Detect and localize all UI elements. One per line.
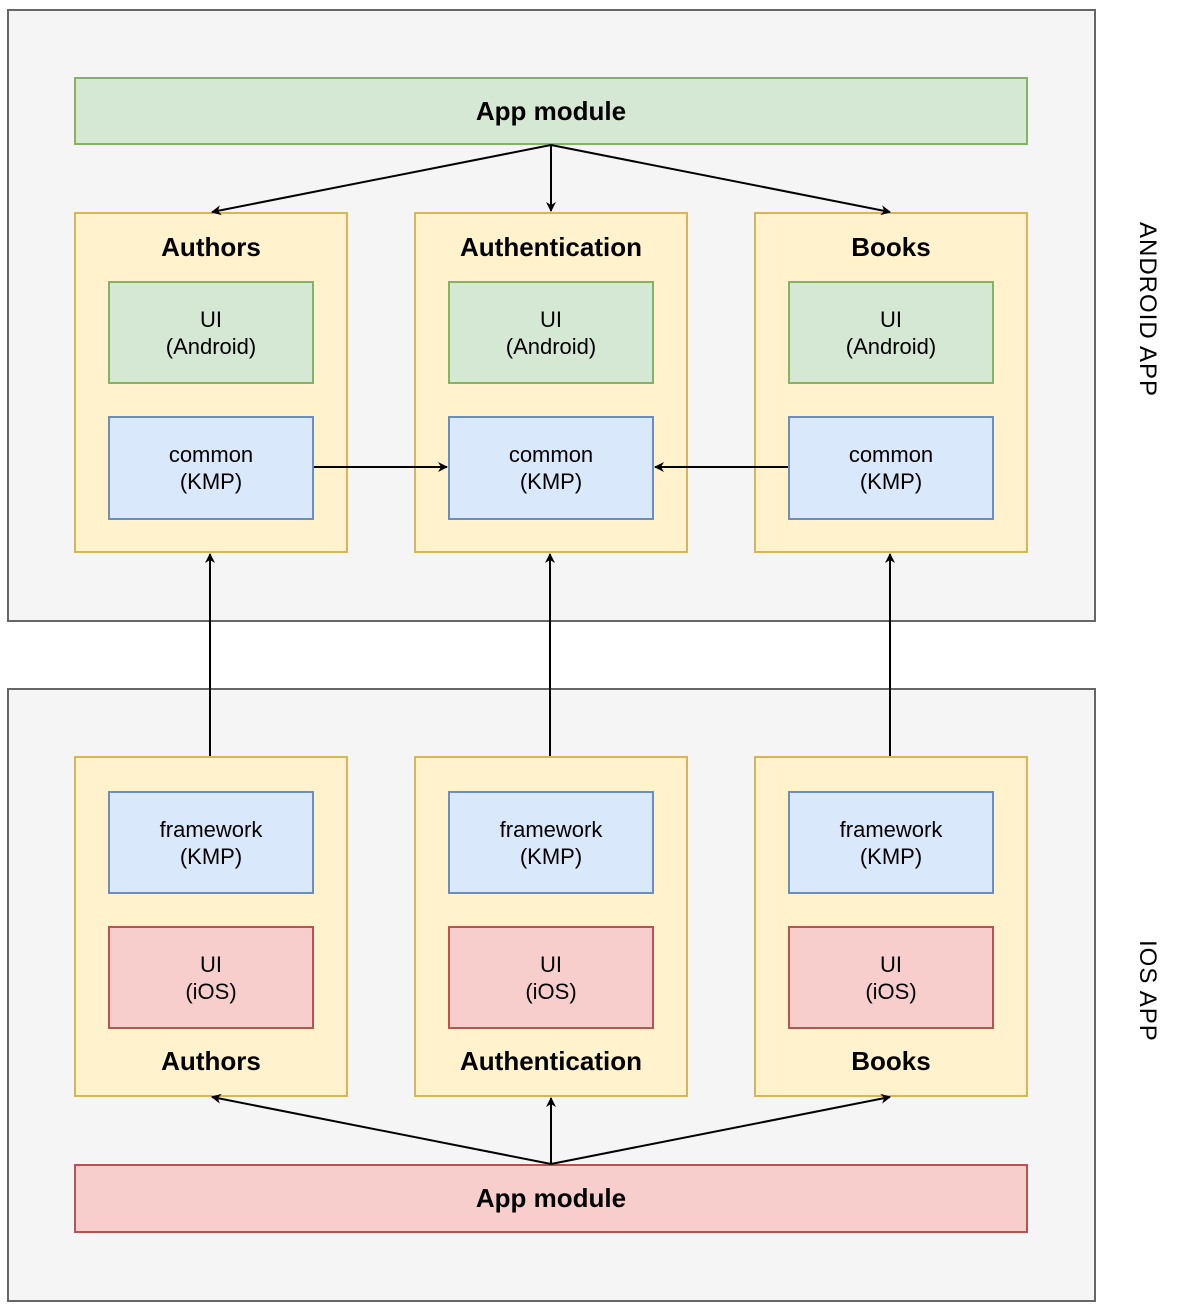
framework-label: framework (839, 816, 943, 842)
framework-label: framework (499, 816, 603, 842)
ios-ui-box-authors: UI (iOS) (108, 926, 314, 1029)
android-app-module: App module (74, 77, 1028, 145)
android-common-box-books: common (KMP) (788, 416, 994, 520)
android-common-box-authentication: common (KMP) (448, 416, 654, 520)
ios-ui-box-authentication: UI (iOS) (448, 926, 654, 1029)
ui-platform: (Android) (165, 333, 257, 359)
module-title: Authors (161, 232, 261, 262)
common-label: common (168, 442, 254, 467)
module-title: Books (851, 1046, 931, 1076)
android-app-label: ANDROID APP (1134, 222, 1161, 398)
framework-platform: (KMP) (859, 843, 923, 869)
ui-platform: (Android) (845, 333, 937, 359)
ui-label: UI (540, 306, 562, 332)
framework-platform: (KMP) (519, 843, 583, 869)
android-ui-box-authors: UI (Android) (108, 281, 314, 384)
android-ui-box-authentication: UI (Android) (448, 281, 654, 384)
ui-label: UI (880, 306, 902, 332)
ui-platform: (Android) (505, 333, 597, 359)
common-platform: (KMP) (179, 469, 243, 494)
common-label: common (848, 442, 934, 467)
ios-framework-box-authentication: framework (KMP) (448, 791, 654, 894)
ios-app-module: App module (74, 1164, 1028, 1233)
common-platform: (KMP) (859, 469, 923, 494)
common-platform: (KMP) (519, 469, 583, 494)
framework-label: framework (159, 816, 263, 842)
ui-label: UI (880, 951, 902, 977)
ui-label: UI (540, 951, 562, 977)
module-title: Authors (161, 1046, 261, 1076)
ios-ui-box-books: UI (iOS) (788, 926, 994, 1029)
ios-app-label: IOS APP (1134, 940, 1161, 1042)
ios-framework-box-authors: framework (KMP) (108, 791, 314, 894)
android-common-box-authors: common (KMP) (108, 416, 314, 520)
ui-label: UI (200, 951, 222, 977)
ui-platform: (iOS) (525, 978, 577, 1004)
module-title: Authentication (460, 232, 642, 262)
common-label: common (508, 442, 594, 467)
framework-platform: (KMP) (179, 843, 243, 869)
ui-platform: (iOS) (185, 978, 237, 1004)
android-ui-box-books: UI (Android) (788, 281, 994, 384)
module-title: Books (851, 232, 931, 262)
ui-platform: (iOS) (865, 978, 917, 1004)
ui-label: UI (200, 306, 222, 332)
ios-framework-box-books: framework (KMP) (788, 791, 994, 894)
module-title: Authentication (460, 1046, 642, 1076)
